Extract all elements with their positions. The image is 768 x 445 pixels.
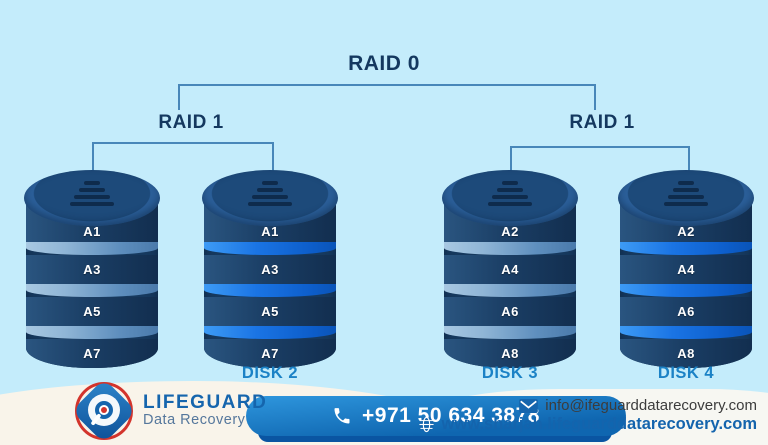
disk-block-label: A3 (83, 262, 101, 277)
brand-text: LIFEGUARD Data Recovery (143, 393, 267, 428)
brand-logo: LIFEGUARD Data Recovery (71, 378, 267, 444)
disk-block-label: A5 (261, 304, 279, 319)
disk-separator (620, 326, 752, 339)
disk-block-label: A2 (501, 224, 519, 239)
brand-name: LIFEGUARD (143, 392, 268, 414)
disk-separator (444, 284, 576, 297)
disk-top (202, 170, 338, 226)
phone-contact-button[interactable]: +971 50 634 3878 (246, 396, 626, 436)
website-url: www.sharjah.lifeguarddatarecovery.com (441, 415, 757, 433)
disk-separator (204, 326, 336, 339)
disk-block-label: A3 (261, 262, 279, 277)
disk-band: A3 (204, 255, 336, 284)
disk-band: A7 (26, 339, 158, 368)
disk-3: A2 A4 A6 A8 (442, 170, 578, 368)
disk-block-label: A4 (501, 262, 519, 277)
disk-separator (620, 242, 752, 255)
disk-separator (26, 326, 158, 339)
phone-number: +971 50 634 3878 (362, 404, 540, 427)
email-contact[interactable]: info@ifeguarddatarecovery.com (519, 397, 757, 414)
phone-icon (334, 408, 350, 424)
disk-block-label: A5 (83, 304, 101, 319)
disk-block-label: A8 (677, 346, 695, 361)
disk-separator (204, 284, 336, 297)
disk-band: A6 (444, 297, 576, 326)
disk-block-label: A6 (501, 304, 519, 319)
disk-top (618, 170, 754, 226)
disk-band: A5 (26, 297, 158, 326)
disk-stack-icon (618, 181, 754, 206)
brand-tagline: Data Recovery (143, 412, 246, 429)
raid1-label-right: RAID 1 (569, 112, 635, 133)
disk-4: A2 A4 A6 A8 (618, 170, 754, 368)
disk-4-caption: DISK 4 (657, 364, 715, 382)
raid1-label-left: RAID 1 (158, 112, 224, 133)
logo-spindle-dot (101, 407, 107, 413)
envelope-icon (519, 398, 539, 413)
disk-block-label: A1 (261, 224, 279, 239)
disk-separator (26, 284, 158, 297)
logo-actuator-arm (90, 413, 102, 426)
disk-cylinder: A1 A3 A5 A7 (204, 196, 336, 368)
raid0-connector (178, 84, 596, 110)
disk-separator (444, 242, 576, 255)
disk-band: A4 (444, 255, 576, 284)
email-address: info@ifeguarddatarecovery.com (545, 397, 757, 414)
disk-block-label: A7 (83, 346, 101, 361)
disk-stack-icon (24, 181, 160, 206)
disk-separator (26, 242, 158, 255)
disk-band: A3 (26, 255, 158, 284)
raid0-title: RAID 0 (348, 52, 420, 75)
hard-drive-logo-icon (71, 378, 137, 444)
disk-block-label: A8 (501, 346, 519, 361)
disk-1: A1 A3 A5 A7 (24, 170, 160, 368)
disk-separator (204, 242, 336, 255)
disk-band: A5 (204, 297, 336, 326)
disk-2: A1 A3 A5 A7 (202, 170, 338, 368)
disk-block-label: A2 (677, 224, 695, 239)
raid1-connector-left (92, 142, 274, 174)
disk-separator (444, 326, 576, 339)
disk-3-caption: DISK 3 (481, 364, 539, 382)
logo-hdd-platter (88, 394, 120, 426)
disk-2-caption: DISK 2 (241, 364, 299, 382)
disk-stack-icon (442, 181, 578, 206)
disk-top (442, 170, 578, 226)
raid1-connector-right (510, 146, 690, 174)
disk-band: A6 (620, 297, 752, 326)
disk-stack-icon (202, 181, 338, 206)
disk-top (24, 170, 160, 226)
disk-block-label: A6 (677, 304, 695, 319)
disk-band: A4 (620, 255, 752, 284)
disk-block-label: A4 (677, 262, 695, 277)
disk-separator (620, 284, 752, 297)
globe-icon (418, 416, 434, 433)
disk-block-label: A7 (261, 346, 279, 361)
website-contact[interactable]: www.sharjah.lifeguarddatarecovery.com (418, 415, 757, 434)
disk-block-label: A1 (83, 224, 101, 239)
